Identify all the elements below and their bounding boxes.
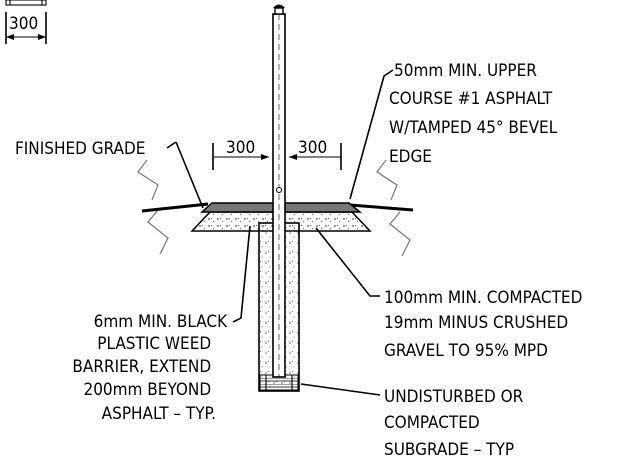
leader-lines bbox=[166, 69, 394, 396]
right-ground-break bbox=[376, 159, 411, 257]
asphalt-callout: 50mm MIN. UPPER COURSE #1 ASPHALT W/TAMP… bbox=[389, 61, 562, 167]
finished-grade-callout: FINISHED GRADE bbox=[15, 139, 145, 159]
gravel-callout: 100mm MIN. COMPACTED 19mm MINUS CRUSHED … bbox=[384, 288, 587, 361]
corner-dimension: 300 bbox=[5, 0, 47, 44]
grade-line-left bbox=[141, 202, 209, 213]
left-ground-break bbox=[137, 159, 169, 255]
weed-barrier-callout: 6mm MIN. BLACK PLASTIC WEED BARRIER, EXT… bbox=[72, 312, 232, 424]
grade-line-right bbox=[349, 203, 414, 212]
right-offset-label: 300 bbox=[298, 138, 327, 158]
bollard-post bbox=[272, 4, 286, 378]
subgrade-callout: UNDISTURBED OR COMPACTED SUBGRADE – TYP bbox=[384, 387, 528, 460]
left-offset-label: 300 bbox=[226, 138, 255, 158]
offset-dimensions: 300 300 bbox=[212, 138, 342, 170]
corner-dimension-label: 300 bbox=[9, 14, 38, 34]
